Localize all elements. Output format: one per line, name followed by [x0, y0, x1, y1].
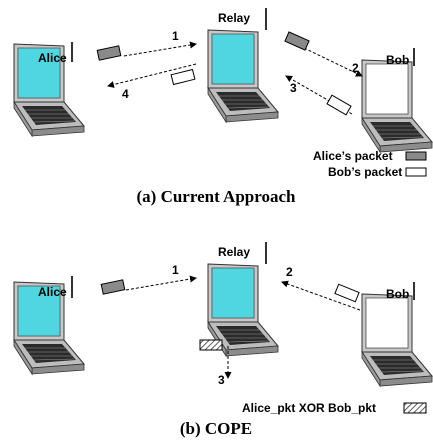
alice-packet-icon: [284, 31, 310, 51]
relay-label-b: Relay: [218, 245, 250, 259]
xor-packet-icon: [199, 339, 223, 351]
bob-laptop-a: [361, 48, 433, 153]
relay-label-a: Relay: [218, 11, 250, 25]
alice-laptop-a: [13, 42, 85, 137]
bob-laptop-b: [361, 282, 433, 387]
bob-packet-icon: [326, 94, 352, 116]
arrow-1: [123, 41, 197, 57]
step-4-a: 4: [122, 87, 129, 101]
arrow-2: [303, 47, 363, 77]
arrow-4: [107, 63, 197, 88]
legend-xor-packet: Alice_pkt XOR Bob_pkt: [242, 401, 376, 415]
relay-laptop-b: [207, 242, 279, 357]
arrow-2-b: [281, 280, 361, 311]
bob-label-a: Bob: [386, 53, 409, 67]
alice-packet-icon: [96, 45, 122, 61]
panel-b: Alice Relay Bob 1 2 3 Alice_pkt XOR Bob_…: [13, 242, 433, 438]
alice-laptop-b: [13, 276, 85, 375]
bob-packet-icon: [334, 283, 360, 303]
legend-alice-packet: Alice’s packet: [313, 149, 393, 163]
arrow-1-b: [125, 275, 197, 291]
step-2-b: 2: [286, 265, 293, 279]
legend-xor-swatch: [403, 402, 427, 414]
step-1-a: 1: [172, 29, 179, 43]
step-3-a: 3: [290, 81, 297, 95]
alice-packet-icon: [100, 279, 126, 295]
legend-bob-swatch: [405, 167, 427, 177]
caption-b: (b) COPE: [180, 419, 252, 438]
step-1-b: 1: [172, 263, 179, 277]
legend-alice-swatch: [405, 151, 427, 161]
alice-label-a: Alice: [38, 51, 67, 65]
caption-a: (a) Current Approach: [137, 187, 297, 206]
step-3-b: 3: [218, 373, 225, 387]
legend-bob-packet: Bob’s packet: [328, 165, 402, 179]
bob-label-b: Bob: [386, 287, 409, 301]
panel-a: Alice Relay Bob 1 2 3 4 Alice’s pa: [13, 8, 433, 206]
bob-packet-icon: [170, 68, 196, 86]
alice-label-b: Alice: [38, 285, 67, 299]
relay-laptop-a: [207, 8, 279, 123]
step-2-a: 2: [352, 61, 359, 75]
